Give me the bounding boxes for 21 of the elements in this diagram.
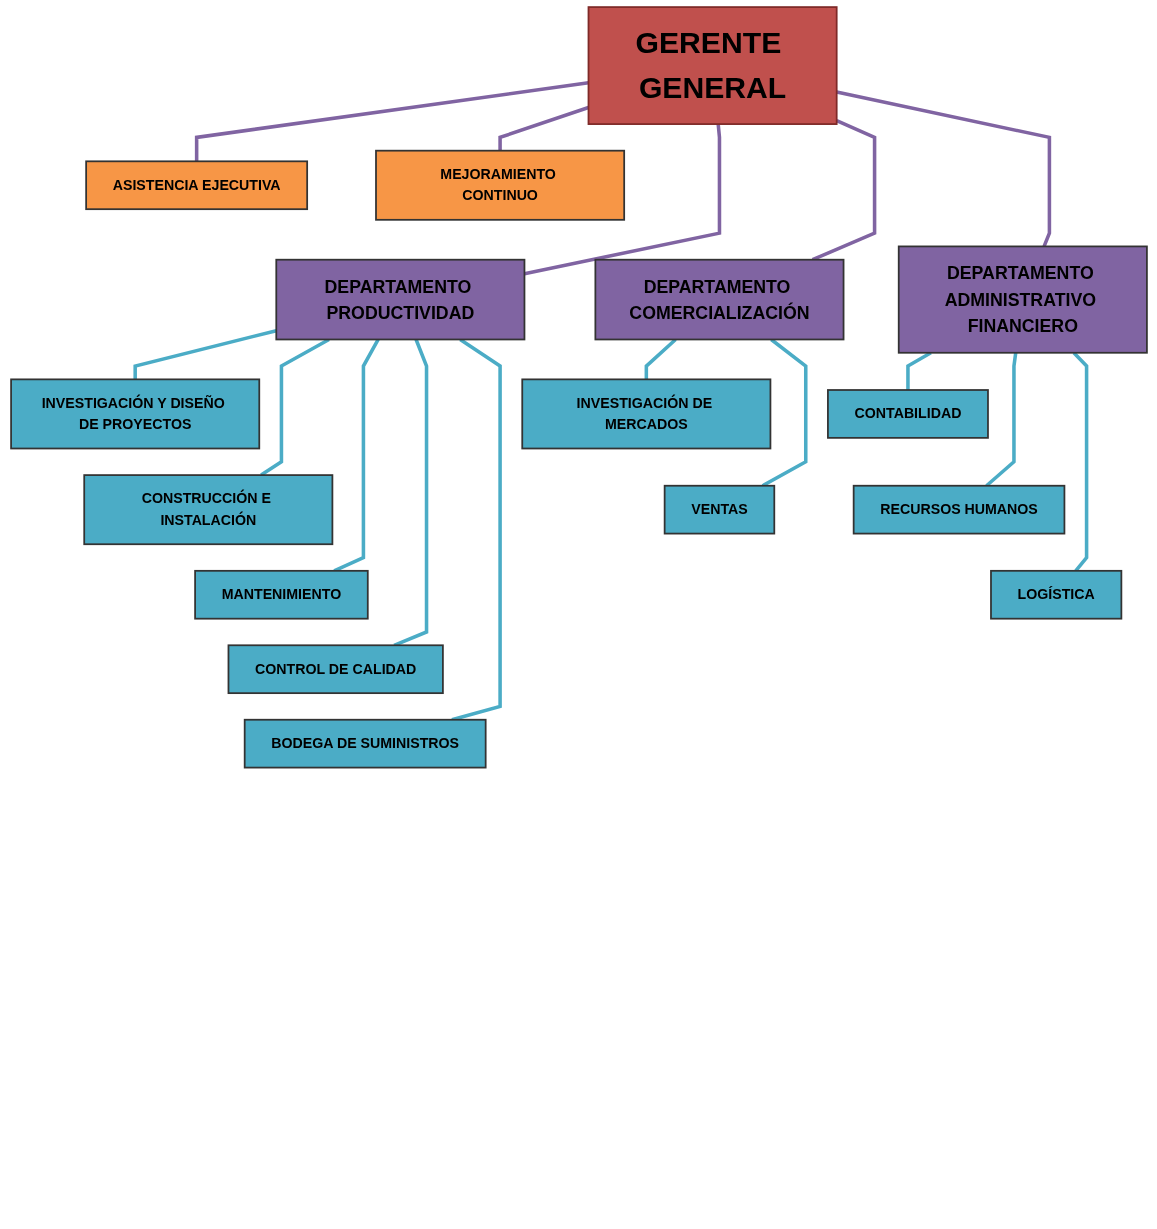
node-box <box>989 569 1122 620</box>
node-box <box>663 484 775 535</box>
node-box <box>826 389 989 439</box>
org-chart: GERENTE GENERAL ASISTENCIA EJECUTIVA MEJORAMIENTO CONTINUO DEPARTAMENTO PRODUCTIVIDAD DEPARTAMENTO COMERCIALIZACIÓN DEPARTAMENTO ADMINISTRATIVO FINANCIERO INVESTIGACIÓN Y DISEÑO DE PROYECTOS CONSTRUCCIÓN E INSTALACIÓN MANTENIMIENTO CONTROL DE CALIDAD BODEGA DE SUMINISTROS INVESTIGACIÓN DE MERCADOS VENTAS CONTABILIDAD RECURSOS HUMANOS LOGÍSTICA <box>3 0 1154 775</box>
node-box <box>243 718 487 769</box>
node-box <box>227 644 444 695</box>
node-box <box>84 160 308 211</box>
node-box <box>520 378 771 450</box>
node-box <box>852 484 1065 535</box>
connector <box>523 123 721 276</box>
connector <box>644 338 677 380</box>
node-box <box>374 149 625 221</box>
node-box <box>9 378 260 450</box>
node-box <box>594 258 844 341</box>
connector <box>392 338 428 647</box>
node-box <box>897 245 1148 354</box>
node-box <box>193 569 369 620</box>
node-box <box>82 474 333 546</box>
connector <box>1072 351 1088 572</box>
node-box <box>587 6 838 125</box>
node-box <box>274 258 525 341</box>
